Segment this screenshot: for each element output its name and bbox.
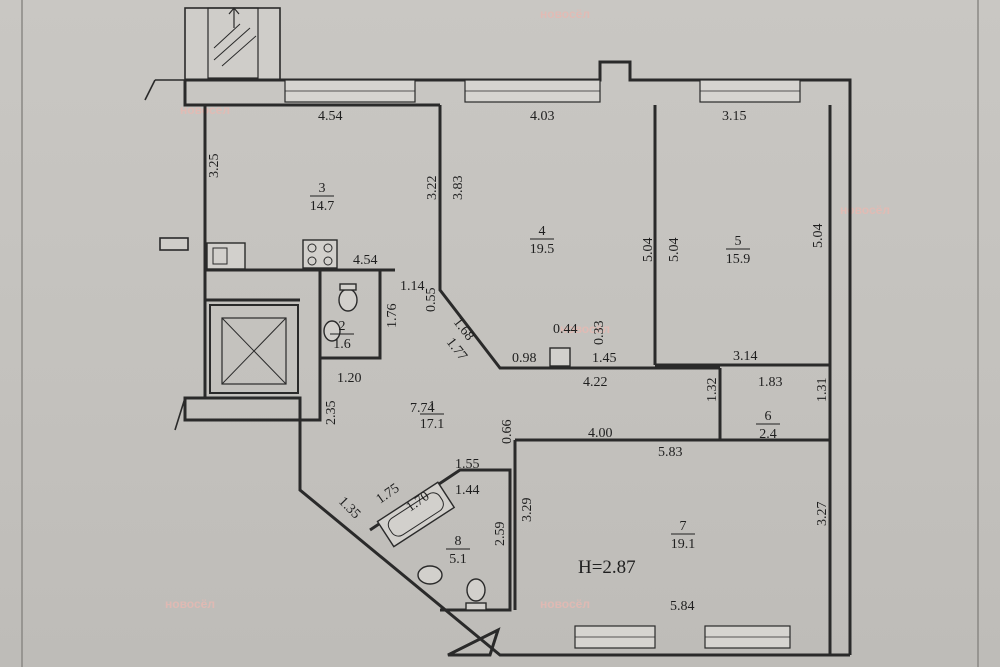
washbasin-icon [323,320,341,342]
dimension-label: 1.31 [815,378,830,403]
room-area: 19.1 [671,537,696,552]
ceiling-height-label: H=2.87 [578,557,636,578]
room-8-label: 85.1 [446,534,470,567]
dimension-label: 5.83 [658,445,683,460]
fixtures [206,239,571,611]
dimension-label: 3.29 [520,498,535,523]
dimension-label: 7.74 [410,401,435,416]
dimension-label: 1.32 [705,378,720,403]
toilet-icon [466,578,486,602]
room-6-label: 62.4 [756,409,780,442]
ventilation-icon [549,347,571,367]
room-number: 2 [339,319,346,334]
dimension-label: 1.44 [455,483,480,498]
room-number: 1 [429,399,436,414]
room-5-label: 515.9 [726,234,751,267]
dimension-label: 3.14 [733,349,758,364]
elevator-shaft [209,304,299,394]
room-2-label: 21.6 [330,319,354,352]
room-4-label: 419.5 [530,224,555,257]
dimension-label: 0.55 [424,288,439,313]
dimension-label: 0.33 [592,321,607,346]
dimension-label: 2.35 [324,401,339,426]
room-number: 7 [680,519,687,534]
watermark-text: новосёл [540,7,590,21]
watermark-text: новосёл [840,203,890,217]
windows [284,79,801,649]
dimension-label: 1.83 [758,375,783,390]
room-area: 5.1 [449,552,467,567]
dimension-label: 1.35 [335,494,363,522]
dimension-label: 5.04 [641,238,656,263]
north-arrow-icon [447,627,501,657]
dimension-label: 4.03 [530,109,555,124]
room-area: 1.6 [333,337,351,352]
room-7-label: 719.1 [671,519,696,552]
room-area: 14.7 [310,199,335,214]
washbasin-icon [417,565,443,585]
dimension-label: 1.55 [455,457,480,472]
bathtub-icon [376,481,456,548]
dimension-label: 5.04 [667,238,682,263]
dimension-label: 5.04 [811,224,826,249]
room-number: 8 [455,534,462,549]
watermark-text: новосёл [540,597,590,611]
dimension-label: 0.98 [512,351,537,366]
room-number: 6 [765,409,772,424]
dimension-label: 4.54 [318,109,343,124]
room-area: 17.1 [420,417,445,432]
watermark-text: новосёл [165,597,215,611]
dimension-label: 3.15 [722,109,747,124]
room-area: 2.4 [759,427,777,442]
dimension-label: 1.45 [592,351,617,366]
dimension-label: 3.22 [425,176,440,201]
dimension-label: 4.54 [353,253,378,268]
dimension-label: 1.20 [337,371,362,386]
dimension-label: 3.27 [815,502,830,527]
dimension-label: 0.66 [500,420,515,445]
dimension-label: 4.00 [588,426,613,441]
inner-walls [205,105,832,655]
room-3-label: 314.7 [310,181,335,214]
stove-icon [302,239,338,269]
dimension-label: 3.83 [451,176,466,201]
dimension-label: 2.59 [493,522,508,547]
room-number: 5 [735,234,742,249]
dimension-label: 4.22 [583,375,608,390]
room-1-label: 117.1 [420,399,445,432]
dimension-label: 1.14 [400,279,425,294]
dimension-labels: 4.54 4.03 3.15 3.25 3.22 3.83 5.04 5.04 5.04 4.54… [207,109,830,614]
watermark-text: новосёл [560,322,610,336]
room-area: 19.5 [530,242,555,257]
room-area: 15.9 [726,252,751,267]
dimension-label: 0.44 [553,322,578,337]
stair-arrow-icon [228,7,240,28]
dimension-label: 5.84 [670,599,695,614]
dimension-label: 3.25 [207,154,222,179]
room-number: 3 [319,181,326,196]
toilet-icon [338,288,358,312]
dimension-label: 1.75 [374,481,403,507]
stairwell [184,7,281,81]
dimension-label: 1.76 [385,304,400,329]
room-number: 4 [539,224,546,239]
